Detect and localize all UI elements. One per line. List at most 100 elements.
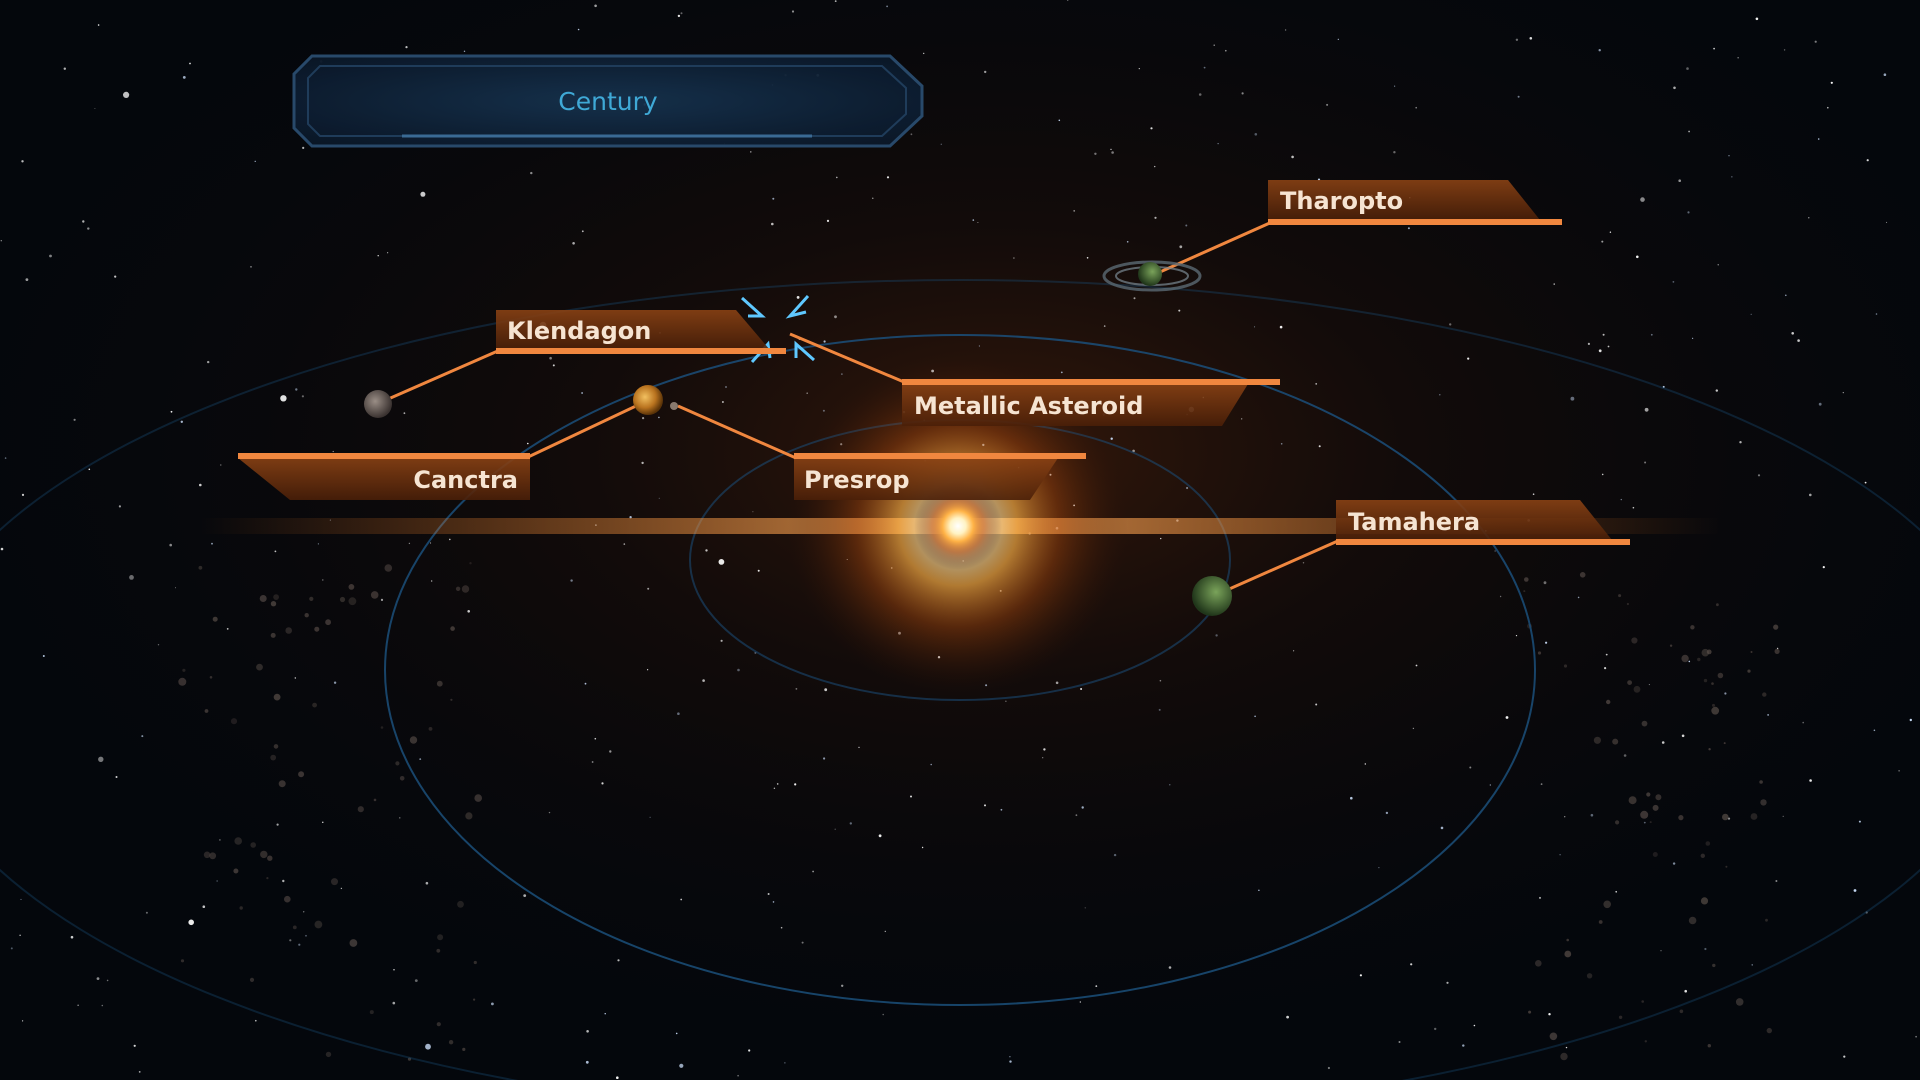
star-dot [642,417,645,420]
star-dot [1302,562,1305,564]
asteroid-debris [1706,649,1712,655]
asteroid-debris [1716,603,1719,607]
star-dot [207,360,210,364]
asteroid-debris [304,613,309,618]
star-dot [1398,1041,1401,1043]
star-dot [123,91,130,98]
star-dot [609,750,612,753]
star-dot [647,587,650,590]
star-dot [1494,550,1496,552]
star-dot [1791,332,1794,335]
star-dot [737,668,740,672]
asteroid-debris [270,601,277,607]
asteroid-debris [1723,742,1726,745]
star-dot [581,230,584,233]
star-dot [1225,49,1227,52]
asteroid-debris [1631,637,1638,644]
star-dot [377,255,379,257]
asteroid-debris [309,596,314,602]
star-dot [49,254,52,258]
star-dot [1326,103,1329,106]
star-dot [1446,981,1449,984]
star-dot [584,682,587,685]
asteroid-debris [212,616,218,622]
small-moon-icon[interactable] [670,402,678,410]
asteroid-debris [1707,1044,1712,1048]
star-dot [1215,634,1218,637]
asteroid-debris [1523,590,1526,593]
star-dot [1060,371,1063,374]
green-planet-icon[interactable] [1192,576,1232,616]
gas-giant-planet-icon[interactable] [633,385,663,415]
star-dot [812,870,814,873]
label-tamahera[interactable]: Tamahera [1336,500,1630,545]
star-dot [1517,95,1520,98]
star-dot [1469,766,1472,769]
asteroid-debris [1760,799,1767,806]
star-dot [1293,650,1295,652]
asteroid-debris [1688,916,1697,925]
star-dot [211,542,213,545]
star-dot [1643,821,1646,824]
star-dot [972,219,975,221]
star-dot [1728,155,1730,157]
star-dot [1553,283,1555,285]
label-presrop[interactable]: Presrop [794,453,1086,500]
asteroid-debris [373,798,377,802]
star-dot [1644,407,1649,412]
asteroid-debris [314,626,320,632]
asteroid-debris [1627,680,1632,685]
star-dot [141,735,144,738]
star-dot [1672,862,1676,865]
asteroid-debris [1735,998,1744,1006]
asteroid-debris [256,663,263,671]
star-dot [1640,197,1645,202]
star-dot [19,934,21,936]
star-dot [1673,86,1676,90]
asteroid-debris [1750,813,1758,820]
gray-planet-icon[interactable] [364,390,392,418]
star-dot [1439,394,1441,396]
star-dot [1515,38,1519,41]
label-tharopto[interactable]: Tharopto [1268,180,1562,225]
star-dot [1009,1056,1011,1058]
star-dot [702,679,705,682]
star-dot [1005,700,1007,702]
star-dot [771,222,774,226]
asteroid-debris [409,736,418,744]
label-klendagon[interactable]: Klendagon [496,310,786,354]
star-dot [1632,506,1635,509]
star-dot [1079,1001,1081,1003]
star-dot [806,392,808,395]
ringed-planet-icon[interactable] [1102,260,1202,292]
star-dot [1160,537,1162,540]
star-dot [1775,880,1778,882]
asteroid-marker-icon[interactable] [740,294,815,363]
star-dot [1609,231,1612,233]
star-dot [1009,1060,1012,1063]
star-dot [1258,889,1260,891]
star-dot [157,644,160,646]
star-dot [1601,473,1604,476]
star-dot [1081,806,1084,809]
star-dot [1858,820,1861,823]
star-dot [523,894,527,897]
star-dot [1548,1013,1551,1016]
star-dot [1873,729,1876,732]
star-dot [1843,1055,1846,1058]
star-dot [1067,0,1069,1]
label-metallic-asteroid[interactable]: Metallic Asteroid [902,379,1280,426]
star-dot [647,669,649,671]
asteroid-debris [457,900,464,908]
star-dot [21,160,24,163]
system-name: Century [558,87,658,116]
star-dot [1178,309,1181,312]
star-dot [1318,445,1321,448]
asteroid-debris [260,850,268,859]
asteroid-debris [473,998,476,1001]
label-canctra[interactable]: Canctra [238,453,530,500]
star-dot [463,50,466,52]
star-dot [408,542,411,545]
star-dot [96,977,100,980]
